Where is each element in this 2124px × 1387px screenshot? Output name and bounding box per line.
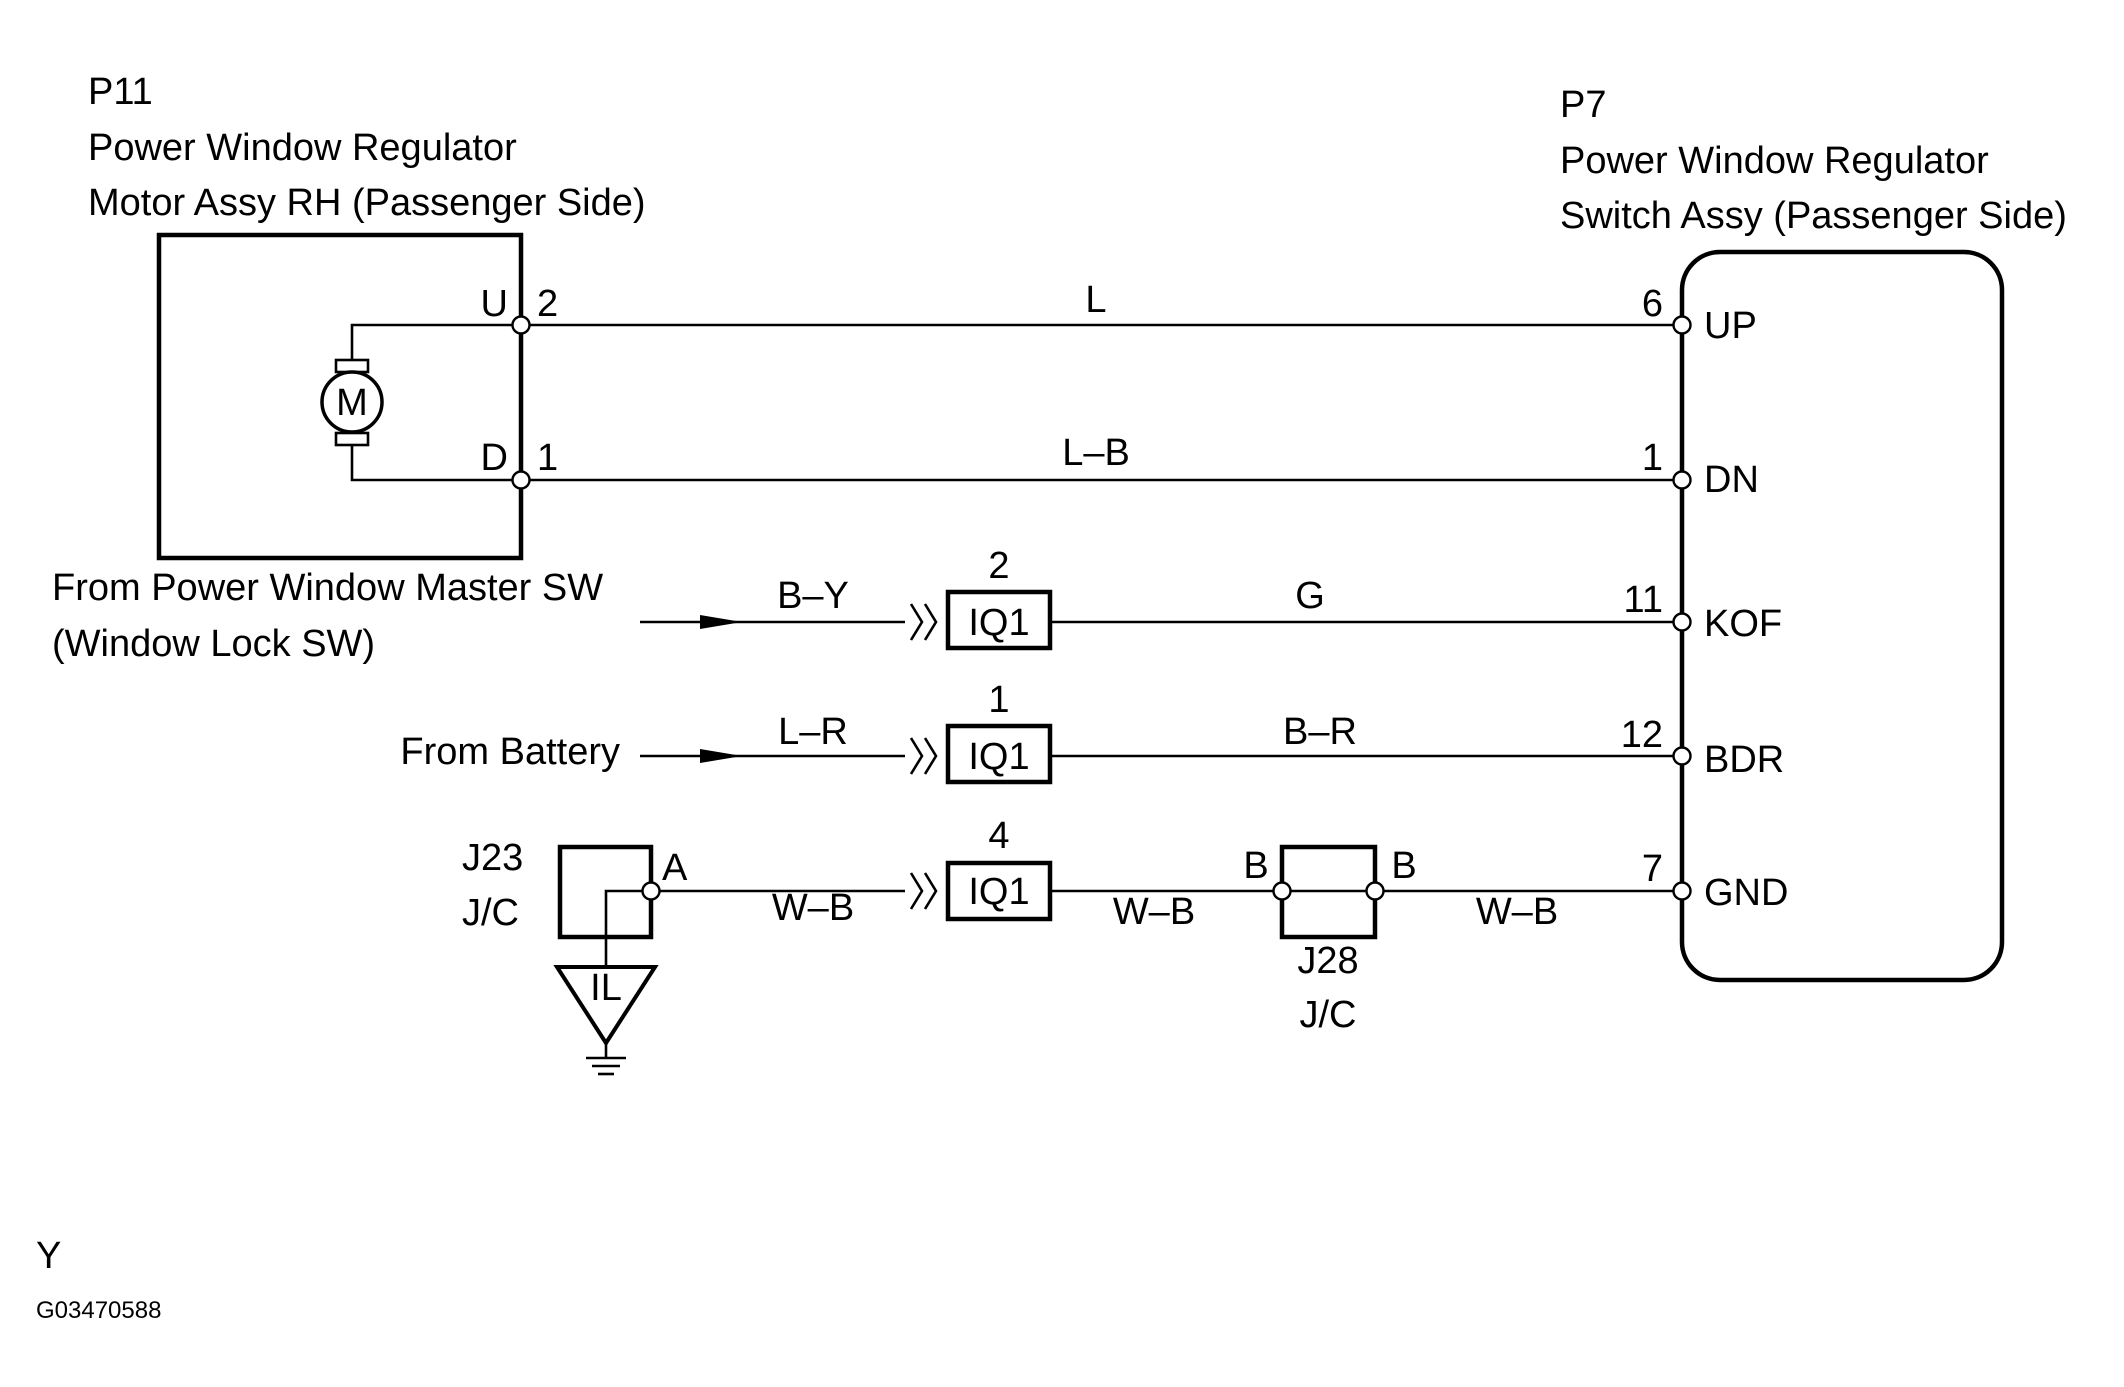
switch-name-line2: Switch Assy (Passenger Side) bbox=[1560, 195, 2067, 237]
ground-label: IL bbox=[590, 967, 622, 1009]
motor-pin-u-name: U bbox=[481, 283, 508, 325]
switch-pin-up-terminal bbox=[1672, 315, 1692, 335]
switch-pin-bdr-terminal bbox=[1672, 746, 1692, 766]
motor-symbol: M bbox=[336, 382, 368, 424]
connector-gnd-mark-1 bbox=[909, 872, 924, 910]
motor-icon bbox=[320, 370, 384, 434]
wire-kof-in-color: B–Y bbox=[777, 575, 849, 617]
switch-pin-bdr-name: BDR bbox=[1704, 739, 1784, 781]
connector-bdr-mark-2 bbox=[923, 737, 938, 775]
connector-iq1-bdr-pin: 1 bbox=[988, 679, 1009, 721]
wire-up: L bbox=[521, 279, 1682, 327]
switch-pin-dn-name: DN bbox=[1704, 459, 1759, 501]
j23-code: J23 bbox=[462, 837, 523, 879]
wire-bdr-out-color: B–R bbox=[1283, 711, 1357, 753]
motor-name-line1: Power Window Regulator bbox=[88, 127, 517, 169]
motor-pin-d-terminal bbox=[511, 470, 531, 490]
motor-pin-u-terminal bbox=[511, 315, 531, 335]
motor-pin-u-number: 2 bbox=[537, 283, 558, 325]
j23-type: J/C bbox=[462, 892, 519, 934]
figure-id: G03470588 bbox=[36, 1297, 161, 1324]
connector-iq1-gnd-id: IQ1 bbox=[968, 871, 1029, 913]
j28-pin-left: B bbox=[1243, 845, 1268, 887]
j28-pin-right-terminal bbox=[1365, 881, 1385, 901]
connector-iq1-bdr bbox=[945, 723, 1053, 785]
wire-up-color: L bbox=[1085, 279, 1106, 321]
motor-name-line2: Motor Assy RH (Passenger Side) bbox=[88, 182, 646, 224]
motor-code: P11 bbox=[88, 71, 153, 113]
master-sw-line1: From Power Window Master SW bbox=[52, 567, 603, 609]
connector-kof-mark-1 bbox=[909, 603, 924, 641]
switch-pin-gnd-name: GND bbox=[1704, 872, 1788, 914]
connector-iq1-gnd-pin: 4 bbox=[988, 815, 1009, 857]
circuit-gnd: J23 J/C A IL W–B IQ1 4 W–B B B J28 J/C W… bbox=[462, 815, 1682, 1076]
wire-gnd-a-color: W–B bbox=[772, 887, 854, 929]
motor-pin-d-name: D bbox=[481, 437, 508, 479]
switch-code: P7 bbox=[1560, 84, 1606, 126]
wire-dn: L–B bbox=[521, 432, 1682, 482]
terminal-pins bbox=[511, 315, 1692, 901]
switch-pin-gnd-terminal bbox=[1672, 881, 1692, 901]
connector-iq1-kof-pin: 2 bbox=[988, 545, 1009, 587]
connector-bdr-mark-1 bbox=[909, 737, 924, 775]
wire-gnd-b-color: W–B bbox=[1113, 891, 1195, 933]
battery-source: From Battery bbox=[400, 731, 620, 773]
switch-pin-gnd-number: 7 bbox=[1642, 848, 1663, 890]
arrow-kof-icon bbox=[700, 615, 742, 629]
motor-brush-bottom bbox=[334, 431, 370, 447]
j28-pin-right: B bbox=[1391, 845, 1416, 887]
motor-brush-top bbox=[334, 358, 370, 374]
switch-pin-kof-number: 11 bbox=[1624, 579, 1663, 621]
switch-pin-kof-terminal bbox=[1672, 612, 1692, 632]
motor-assembly: P11 Power Window Regulator Motor Assy RH… bbox=[88, 71, 646, 561]
ground-block-icon bbox=[553, 965, 659, 1047]
connector-iq1-kof-id: IQ1 bbox=[968, 602, 1029, 644]
connector-iq1-bdr-id: IQ1 bbox=[968, 736, 1029, 778]
j28-code: J28 bbox=[1297, 940, 1358, 982]
j23-internal-wire bbox=[604, 889, 651, 970]
master-sw-line2: (Window Lock SW) bbox=[52, 623, 375, 665]
circuit-kof: From Power Window Master SW (Window Lock… bbox=[52, 545, 1682, 665]
switch-assembly: P7 Power Window Regulator Switch Assy (P… bbox=[1560, 84, 2067, 983]
wire-kof-out-color: G bbox=[1295, 575, 1325, 617]
footer-letter: Y bbox=[36, 1235, 61, 1277]
motor-wire-u bbox=[350, 323, 521, 360]
switch-pin-dn-terminal bbox=[1672, 470, 1692, 490]
connector-gnd-mark-2 bbox=[923, 872, 938, 910]
switch-pin-bdr-number: 12 bbox=[1621, 714, 1663, 756]
arrow-bdr-icon bbox=[700, 749, 742, 763]
switch-pin-up-number: 6 bbox=[1642, 283, 1663, 325]
j23-pin: A bbox=[662, 847, 688, 889]
circuit-bdr: From Battery L–R IQ1 1 B–R bbox=[400, 679, 1682, 785]
connector-iq1-kof bbox=[945, 589, 1053, 651]
switch-name-line1: Power Window Regulator bbox=[1560, 140, 1989, 182]
j28-type: J/C bbox=[1300, 994, 1357, 1036]
motor-pin-d-number: 1 bbox=[537, 437, 558, 479]
motor-wire-d bbox=[350, 445, 521, 482]
connector-kof-mark-2 bbox=[923, 603, 938, 641]
switch-pin-up-name: UP bbox=[1704, 305, 1757, 347]
j23-pin-terminal bbox=[641, 881, 661, 901]
switch-pin-kof-name: KOF bbox=[1704, 603, 1782, 645]
wire-dn-color: L–B bbox=[1062, 432, 1130, 474]
wire-gnd-c-color: W–B bbox=[1476, 891, 1558, 933]
switch-pin-dn-number: 1 bbox=[1642, 437, 1663, 479]
wire-bdr-in-color: L–R bbox=[778, 711, 848, 753]
j28-pin-left-terminal bbox=[1272, 881, 1292, 901]
